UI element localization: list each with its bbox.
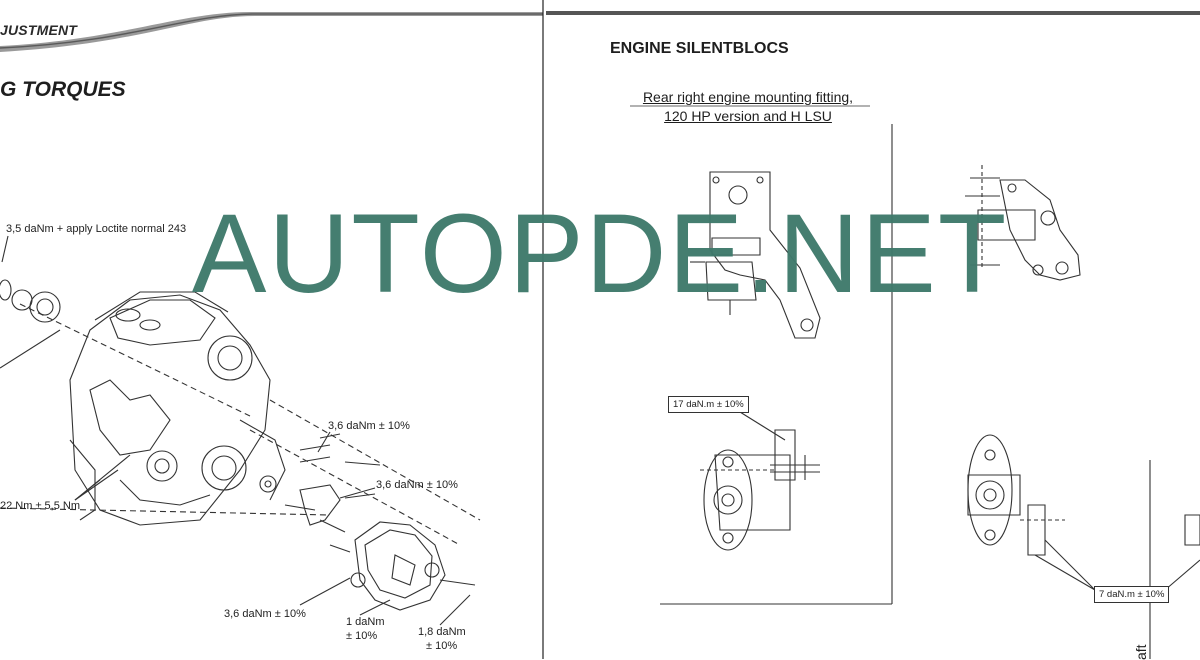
torque-box-7: 7 daN.m ± 10% xyxy=(1094,586,1170,603)
torque-label-f-1: 1,8 daNm xyxy=(418,626,466,638)
loctite-label: 3,5 daNm + apply Loctite normal 243 xyxy=(6,223,187,235)
watermark: AUTOPDE.NET xyxy=(191,191,1009,316)
torque-label-b: 3,6 daNm ± 10% xyxy=(376,479,458,491)
torque-label-d: 3,6 daNm ± 10% xyxy=(224,608,306,620)
torque-label-c: 22 Nm ± 5,5 Nm xyxy=(0,500,81,512)
torque-label-f-2: ± 10% xyxy=(426,640,458,652)
page-title: G TORQUES xyxy=(0,78,126,101)
caption-line-1: Rear right engine mounting fitting, xyxy=(642,89,854,105)
torque-label-e-2: ± 10% xyxy=(346,630,378,642)
vertical-label: aft xyxy=(1133,644,1149,660)
figure-caption: Rear right engine mounting fitting, 120 … xyxy=(598,88,898,126)
caption-line-2: 120 HP version and H LSU xyxy=(664,108,832,124)
section-header: JUSTMENT xyxy=(0,22,78,38)
engine-silentblocs-title: ENGINE SILENTBLOCS xyxy=(610,40,789,57)
torque-label-e-1: 1 daNm xyxy=(346,616,385,628)
torque-label-a: 3,6 daNm ± 10% xyxy=(328,420,410,432)
torque-box-17: 17 daN.m ± 10% xyxy=(668,396,749,413)
